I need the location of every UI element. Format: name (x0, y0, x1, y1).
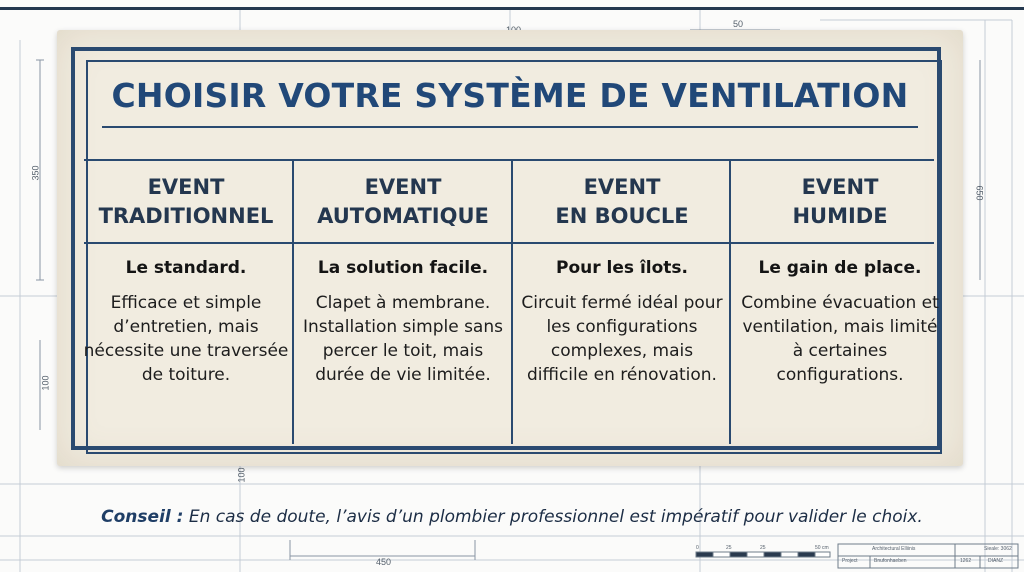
dimension-label: 450 (376, 557, 392, 567)
column-event-en-boucle: EVENT EN BOUCLE Pour les îlots. Circuit … (513, 161, 731, 387)
advice-text: En cas de doute, l’avis d’un plombier pr… (188, 507, 923, 527)
dimension-label: 350 (30, 165, 41, 181)
column-event-humide: EVENT HUMIDE Le gain de place. Combine é… (731, 161, 949, 387)
scale-label: 25 (726, 545, 732, 551)
advice-label: Conseil : (101, 507, 184, 527)
dimension-label: 650 (974, 185, 985, 201)
column-description: Efficace et simple d’entretien, mais néc… (83, 293, 289, 385)
table-top-rule (84, 159, 934, 161)
column-divider (292, 159, 294, 444)
column-description: Circuit fermé idéal pour les configurati… (521, 293, 723, 385)
top-border (0, 7, 1024, 10)
column-heading-line: EVENT (801, 174, 879, 199)
column-tagline: Le standard. (125, 258, 247, 278)
dimension-label: 100 (40, 375, 51, 391)
title-block-text: Sieale: 3062 (984, 546, 1012, 552)
column-heading: EVENT TRADITIONNEL (77, 161, 295, 242)
column-heading-line: EVENT (583, 174, 661, 199)
column-heading-line: TRADITIONNEL (98, 203, 274, 228)
column-heading: EVENT EN BOUCLE (513, 161, 731, 242)
column-description: Clapet à membrane. Installation simple s… (303, 293, 503, 385)
title-block-text: Project (842, 558, 858, 564)
dimension-label: 50 (733, 19, 744, 29)
column-heading-line: HUMIDE (792, 203, 888, 228)
column-heading-line: EVENT (147, 174, 225, 199)
column-heading-line: AUTOMATIQUE (317, 203, 489, 228)
column-heading: EVENT AUTOMATIQUE (294, 161, 512, 242)
column-divider (729, 159, 731, 444)
column-heading-line: EVENT (364, 174, 442, 199)
column-heading-line: EN BOUCLE (555, 203, 689, 228)
outer-frame (71, 47, 942, 454)
column-heading: EVENT HUMIDE (731, 161, 949, 242)
title-block-text: 1262 (960, 558, 972, 564)
title-divider (102, 126, 918, 128)
column-divider (511, 159, 513, 444)
title-block-text: Architectural Elliinis (872, 546, 916, 552)
column-event-traditionnel: EVENT TRADITIONNEL Le standard. Efficace… (77, 161, 295, 387)
table-header-rule (84, 242, 934, 244)
page-title: CHOISIR VOTRE SYSTÈME DE VENTILATION (111, 76, 909, 115)
title-block-text: Bnufonhaeben (874, 558, 907, 564)
column-tagline: Le gain de place. (758, 258, 922, 278)
scale-label: 50 cm (815, 545, 829, 551)
advice-note: Conseil : En cas de doute, l’avis d’un p… (0, 507, 1024, 527)
scale-label: 0 (696, 545, 699, 551)
column-tagline: La solution facile. (317, 258, 489, 278)
inner-frame (86, 60, 942, 454)
column-tagline: Pour les îlots. (556, 258, 688, 278)
title-block-text: DIANZ (988, 558, 1003, 564)
scale-label: 25 (760, 545, 766, 551)
column-description: Combine évacuation et ventilation, mais … (741, 293, 939, 385)
column-event-automatique: EVENT AUTOMATIQUE La solution facile. Cl… (294, 161, 512, 387)
ventilation-comparison-card: CHOISIR VOTRE SYSTÈME DE VENTILATION EVE… (57, 30, 963, 466)
dimension-label: 100 (236, 467, 247, 483)
